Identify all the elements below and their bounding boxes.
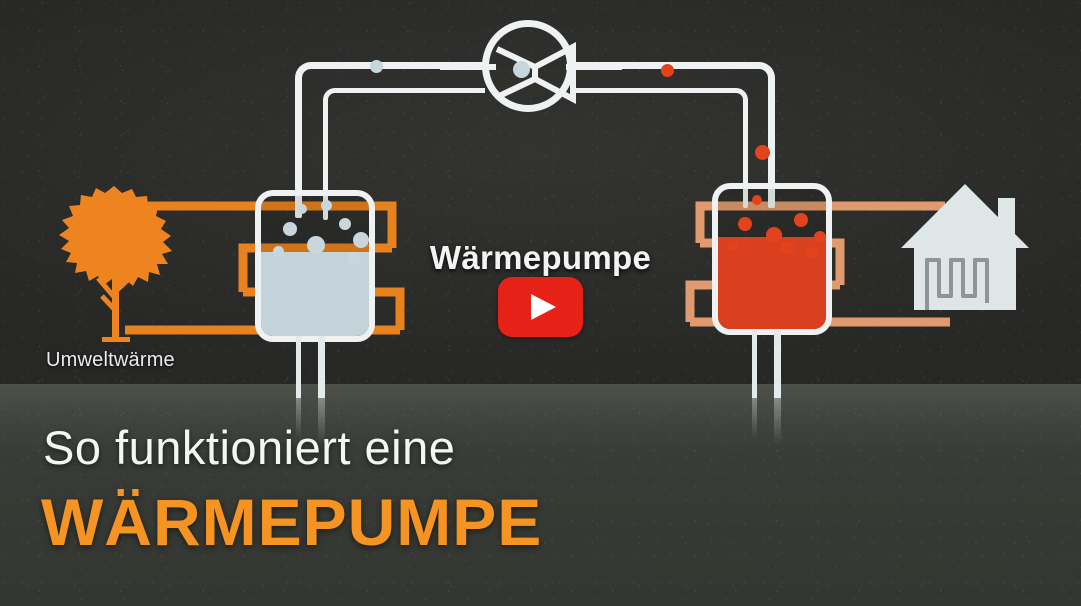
evaporator-bubble: [321, 200, 332, 211]
pipe-compressor-inlet: [440, 64, 496, 70]
play-triangle-icon: [531, 294, 556, 320]
condenser-bubble: [814, 231, 826, 243]
condenser-bubble: [794, 213, 808, 227]
background-lower: [0, 384, 1081, 606]
condenser-bubble: [728, 241, 738, 251]
pipe-top-left-inner: [323, 88, 485, 138]
condenser-liquid-surface: [718, 250, 826, 259]
pipe-top-right-inner: [570, 88, 748, 138]
pipe-drop-right-b: [774, 330, 781, 398]
pipe-right-vertical-outer: [768, 110, 775, 208]
condenser-bubble: [752, 195, 762, 205]
condenser-bubble: [806, 247, 818, 259]
evaporator-bubble: [273, 246, 284, 257]
title-line-1: So funktioniert eine: [43, 421, 456, 474]
center-label: Wärmepumpe: [429, 239, 652, 276]
pipe-reflection: [752, 386, 757, 438]
pipe-reflection: [318, 386, 325, 444]
evaporator-bubble: [353, 232, 369, 248]
pipe-drop-left-b: [318, 336, 325, 398]
condenser-bubble: [738, 217, 752, 231]
condenser-vessel: [712, 183, 832, 335]
evaporator-vessel: [255, 190, 375, 342]
evaporator-bubble: [307, 236, 325, 254]
pipe-top-left-outer: [295, 62, 485, 122]
flow-dot-hot-top: [661, 64, 674, 77]
pipe-reflection: [296, 386, 301, 438]
youtube-play-button[interactable]: [498, 277, 583, 337]
pipe-left-vertical-inner: [323, 125, 328, 220]
evaporator-bubble: [347, 252, 360, 265]
compressor-icon: [482, 20, 576, 112]
pipe-reflection: [774, 386, 781, 444]
evaporator-bubble: [297, 204, 307, 214]
tree-icon: [59, 186, 172, 342]
compressor-refrigerant-dot: [513, 61, 530, 78]
compressor-wedge-glyph: [495, 42, 576, 104]
condenser-bubble: [780, 241, 794, 255]
flow-dot-cold: [370, 60, 383, 73]
flow-dot-hot-vertical: [755, 145, 770, 160]
title-line-2: WÄRMEPUMPE: [41, 485, 543, 559]
house-icon: [901, 184, 1029, 310]
evaporator-liquid-surface: [261, 265, 369, 274]
condenser-bubble: [766, 227, 782, 243]
source-heat-label: Umweltwärme: [46, 349, 175, 371]
pipe-right-vertical-inner: [743, 125, 748, 208]
pipe-drop-left-a: [296, 336, 301, 398]
pipe-drop-right-a: [752, 330, 757, 398]
pipe-left-vertical-outer: [295, 110, 302, 218]
evaporator-bubble: [339, 218, 351, 230]
pipe-compressor-outlet: [566, 64, 622, 70]
evaporator-bubble: [283, 222, 297, 236]
